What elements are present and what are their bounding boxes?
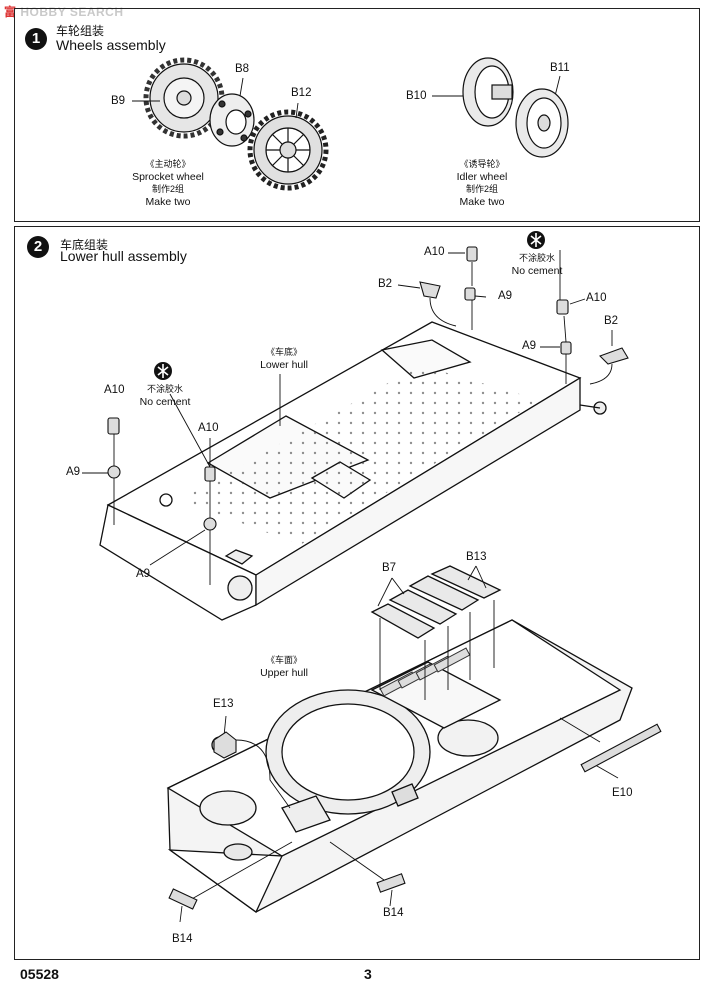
no-cement-icon-right [527,231,545,249]
upper-hull-caption: 《车面》 Upper hull [246,654,322,679]
label-b10: B10 [406,90,427,102]
label-e10: E10 [612,787,633,799]
idler-caption: 《诱导轮》 Idler wheel 制作2组 Make two [432,158,532,208]
label-b8: B8 [235,63,250,75]
no-cement-right-en: No cement [511,264,563,277]
idler-wheel-b10-drawing [462,57,514,127]
upper-hull-cn: 《车面》 [265,655,302,665]
step2-title-cn: 车底组装 [60,238,109,252]
upper-hull-drawing [166,619,633,913]
label-a9-bottom: A9 [136,568,151,580]
label-b9: B9 [111,95,126,107]
no-cement-left: 不涂胶水 No cement [128,383,202,408]
watermark-logo: 富 [4,5,17,19]
lower-hull-en: Lower hull [260,358,308,371]
hub-b8-drawing [209,93,255,147]
step1-title-cn: 车轮组装 [56,24,105,38]
no-cement-left-en: No cement [139,395,191,408]
label-a10-right: A10 [586,292,607,304]
no-cement-left-cn: 不涂胶水 [146,384,183,394]
step1-number: 1 [25,28,47,50]
label-a10-mid: A10 [198,422,219,434]
sprocket-caption-en: Sprocket wheel [132,170,204,183]
label-b2-left: B2 [378,278,393,290]
label-b12: B12 [291,87,312,99]
sprocket-caption: 《主动轮》 Sprocket wheel 制作2组 Make two [118,158,218,208]
label-a10-top: A10 [424,246,445,258]
label-a9-left: A9 [66,466,81,478]
no-cement-right: 不涂胶水 No cement [500,252,574,277]
label-a10-left: A10 [104,384,125,396]
step1-panel [14,8,700,222]
small-parts-e13-e10-b14 [168,723,662,910]
lower-hull-drawing [99,321,607,621]
label-b13: B13 [466,551,487,563]
upper-hull-en: Upper hull [260,666,308,679]
label-a9-top: A9 [498,290,513,302]
lower-hull-cn: 《车底》 [265,347,302,357]
label-b2-right: B2 [604,315,619,327]
label-b14-right: B14 [383,907,404,919]
step1-title-en: Wheels assembly [56,37,166,53]
label-b14-left: B14 [172,933,193,945]
sprocket-b12-drawing [247,109,329,191]
engine-covers-b7-b13 [370,565,502,639]
label-e13: E13 [213,698,234,710]
product-code: 05528 [20,966,59,982]
idler-caption-en: Idler wheel [456,170,508,183]
no-cement-right-cn: 不涂胶水 [518,253,555,263]
no-cement-icon-left [154,362,172,380]
step2-panel [14,226,700,960]
step2-title-en: Lower hull assembly [60,248,187,264]
idler-wheel-b11-drawing [515,88,569,158]
idler-make-en: Make two [459,195,505,208]
sprocket-make-en: Make two [145,195,191,208]
idler-caption-cn: 《诱导轮》 [459,159,505,169]
upper-hull-leader-lines [179,565,619,923]
step2-leader-lines [82,250,613,585]
page-number: 3 [364,966,372,982]
lower-hull-caption: 《车底》 Lower hull [246,346,322,371]
sprocket-caption-cn: 《主动轮》 [145,159,191,169]
sprocket-make-cn: 制作2组 [151,184,184,194]
label-b11: B11 [550,62,570,74]
step2-number: 2 [27,236,49,258]
label-b7: B7 [382,562,397,574]
label-a9-right: A9 [522,340,537,352]
idler-make-cn: 制作2组 [465,184,498,194]
